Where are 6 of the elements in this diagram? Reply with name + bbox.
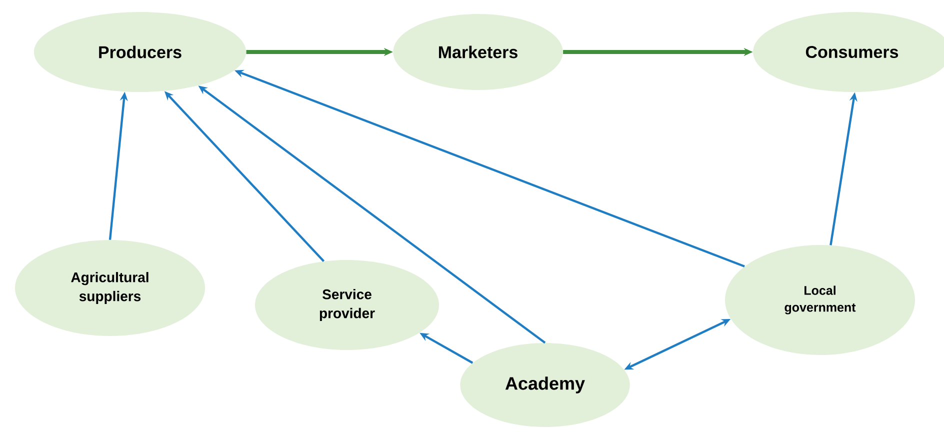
ellipse-node: Local government xyxy=(725,245,915,355)
ellipse-node: Agricultural suppliers xyxy=(15,240,205,336)
ellipse-node: Academy xyxy=(460,343,630,427)
ellipse-node: Service provider xyxy=(255,260,439,350)
ellipse-node: Marketers xyxy=(393,14,563,90)
ellipse-node: Producers xyxy=(34,12,246,92)
